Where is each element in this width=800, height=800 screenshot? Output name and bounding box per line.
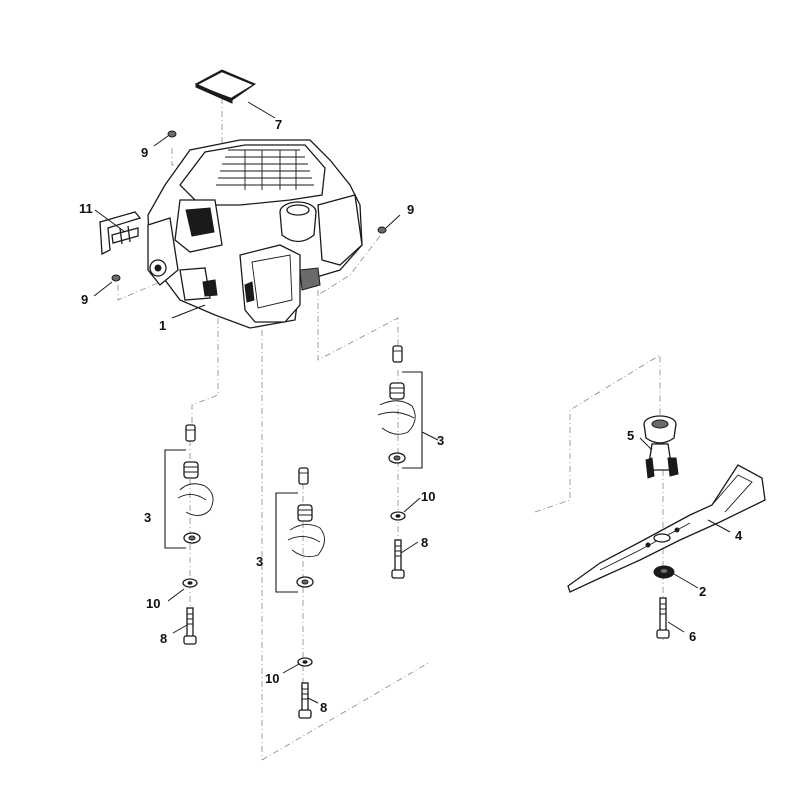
callout-3-middle: 3	[256, 554, 263, 569]
callout-5: 5	[627, 428, 634, 443]
callout-3-right: 3	[437, 433, 444, 448]
callout-9-right: 9	[407, 202, 414, 217]
callout-11: 11	[79, 201, 93, 216]
washer-10-middle	[297, 657, 313, 667]
bracket-middle	[275, 492, 298, 593]
bracket-left	[164, 449, 186, 549]
washer-10-left	[182, 578, 198, 588]
blade-bolt	[656, 597, 670, 639]
throttle-bracket	[99, 211, 142, 256]
blade-adapter	[643, 415, 679, 479]
bolt-8-middle	[298, 682, 312, 719]
mower-blade	[567, 464, 766, 593]
blade-washer	[653, 565, 675, 579]
callout-3-left: 3	[144, 510, 151, 525]
callout-8-left: 8	[160, 631, 167, 646]
nut-9-top	[167, 130, 177, 138]
bolt-8-left	[183, 607, 197, 645]
nut-9-right	[377, 226, 387, 234]
air-filter-pad	[194, 69, 257, 104]
damper-set-left	[177, 424, 214, 544]
callout-10-right: 10	[421, 489, 435, 504]
callout-9-left: 9	[81, 292, 88, 307]
callout-1: 1	[159, 318, 166, 333]
callout-8-right: 8	[421, 535, 428, 550]
callout-labels: 1 2 3 3 3 4 5 6 7 8 8 8 9 9 9 10 10 10 1…	[79, 117, 743, 715]
bolt-8-right	[391, 539, 405, 579]
callout-9-top: 9	[141, 145, 148, 160]
damper-set-middle	[287, 467, 325, 588]
callout-6: 6	[689, 629, 696, 644]
washer-10-right	[390, 511, 406, 521]
callout-2: 2	[699, 584, 706, 599]
damper-set-right	[377, 345, 416, 464]
callout-8-middle: 8	[320, 700, 327, 715]
callout-10-left: 10	[146, 596, 160, 611]
leader-lines	[93, 101, 731, 704]
nut-9-left	[111, 274, 121, 282]
bracket-right	[402, 371, 423, 469]
callout-7: 7	[275, 117, 282, 132]
callout-4: 4	[735, 528, 743, 543]
engine-assembly	[147, 139, 363, 329]
callout-10-middle: 10	[265, 671, 279, 686]
